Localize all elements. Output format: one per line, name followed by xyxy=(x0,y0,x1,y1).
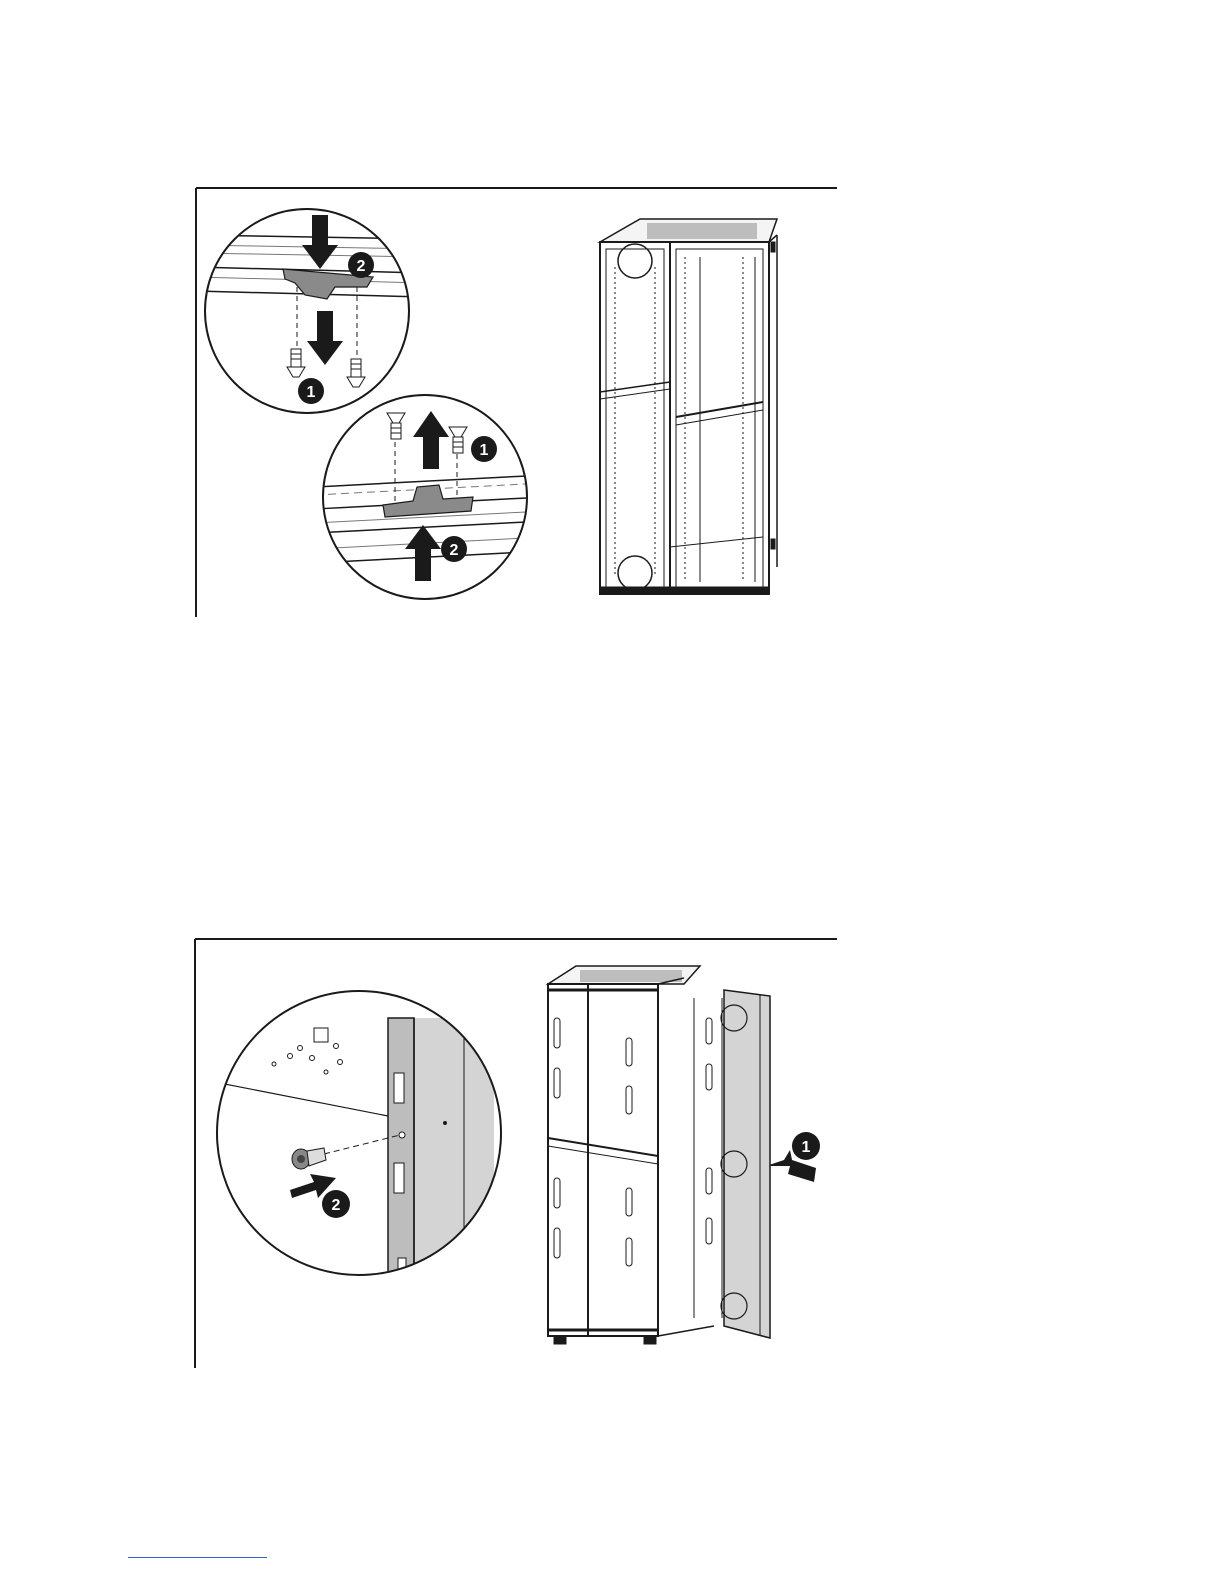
figure-2-side-panel-install: 1 2 xyxy=(194,938,837,1368)
svg-text:1: 1 xyxy=(802,1139,811,1156)
callout-step-1: 1 xyxy=(471,436,497,462)
svg-text:2: 2 xyxy=(357,258,366,275)
rack-with-side-panel-illustration xyxy=(548,966,770,1344)
callout-step-1: 1 xyxy=(792,1132,820,1160)
svg-text:2: 2 xyxy=(332,1197,341,1214)
rack-cabinet-illustration xyxy=(600,219,777,594)
figure-1-illustration: 2 1 1 2 xyxy=(195,187,837,617)
bottom-bracket-detail xyxy=(315,387,545,607)
svg-text:1: 1 xyxy=(307,384,316,401)
footer-rule xyxy=(128,1557,267,1558)
callout-step-2: 2 xyxy=(322,1190,350,1218)
callout-step-1: 1 xyxy=(298,378,324,404)
callout-step-2: 2 xyxy=(348,252,374,278)
figure-1-bracket-removal: 2 1 1 2 xyxy=(195,187,837,617)
svg-text:1: 1 xyxy=(480,442,489,459)
callout-step-2: 2 xyxy=(441,536,467,562)
panel-screw-detail xyxy=(194,978,514,1298)
figure-2-illustration: 1 2 xyxy=(194,938,837,1368)
svg-text:2: 2 xyxy=(450,542,459,559)
